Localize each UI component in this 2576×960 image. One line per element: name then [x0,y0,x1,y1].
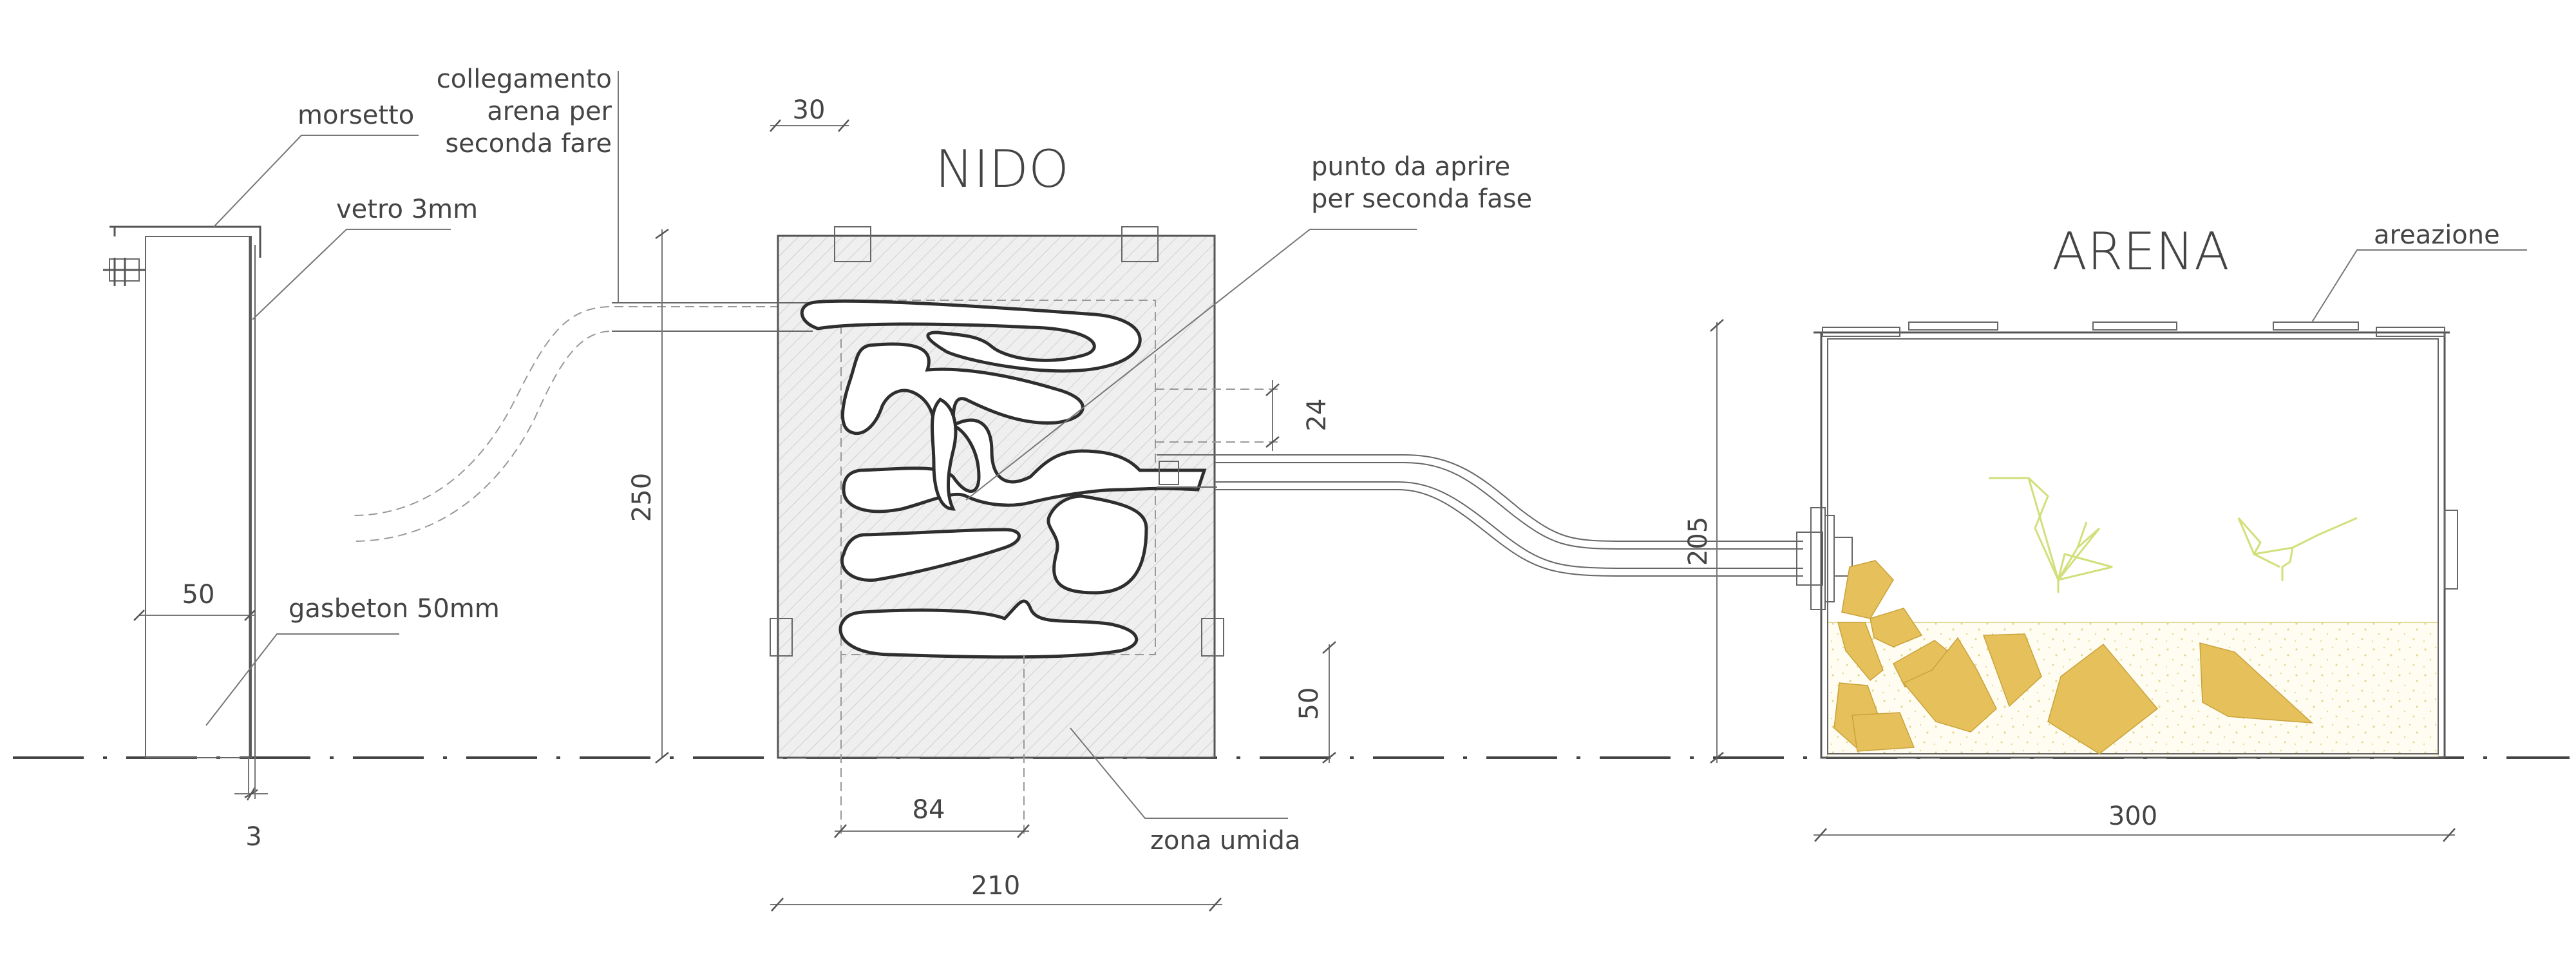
sand-stone [1902,637,1997,733]
dim-250: 250 [627,473,657,522]
label-gasbeton: gasbeton 50mm [289,594,500,624]
label-aeration: areazione [2374,220,2500,250]
nest-tab [1121,226,1159,262]
label-clamp: morsetto [298,101,414,130]
nest-tunnel [1046,494,1148,595]
nest-annotations: punto da aprire per seconda fase zona um… [965,152,1532,856]
sand-stone [1837,622,1884,682]
nest-title: NIDO [935,139,1069,199]
label-connection-line2: arena per [487,97,612,126]
tube-fitting [1796,532,1823,586]
nest-tunnel [800,299,1142,373]
sand-stone [1982,633,2042,707]
label-connection-line1: collegamento [437,64,612,94]
dim-205: 205 [1683,517,1713,566]
connecting-tube [1215,454,1803,577]
sand-stone [1870,608,1923,648]
nest-tab [834,226,871,262]
arena-annotations: areazione 205 300 [1683,220,2527,842]
nest-tunnel [842,418,1207,514]
label-wet-zone: zona umida [1150,826,1300,856]
nest-dimensions: 30 250 24 50 84 210 [627,95,1336,912]
aeration-vent [1908,322,1998,331]
dim-50-height: 50 [1294,687,1324,720]
sand-stone [2199,642,2314,724]
dim-210: 210 [971,871,1020,901]
dim-30: 30 [793,95,826,125]
dim-3: 3 [245,822,261,852]
nest [612,226,1224,759]
aeration-vent [2092,322,2177,331]
plant [1989,477,2060,593]
sand-stone [1841,560,1894,619]
nest-tab [1201,618,1224,657]
dim-24: 24 [1302,399,1332,432]
label-open-point-line2: per seconda fase [1311,184,1532,214]
nest-tunnel [838,599,1138,659]
sand-stone [2047,643,2159,754]
arena [1796,322,2458,759]
nest-tab [770,618,793,657]
label-glass: vetro 3mm [336,195,478,224]
arena-title: ARENA [2052,222,2229,282]
label-open-point-line1: punto da aprire [1311,152,1510,182]
dim-84: 84 [913,795,945,825]
gasbeton-wall [145,236,252,758]
dim-50-section: 50 [182,580,215,610]
nest-tunnel [840,528,1021,582]
left-annotations: morsetto vetro 3mm gasbeton 50mm collega… [205,64,619,726]
label-connection-line3: seconda fare [445,129,612,158]
section-view: 50 3 [103,226,268,852]
dim-300: 300 [2108,802,2157,831]
clamp [113,226,261,258]
aeration-vent [2273,322,2359,331]
future-connection-tube [352,306,779,542]
sand-stone [1852,712,1915,752]
